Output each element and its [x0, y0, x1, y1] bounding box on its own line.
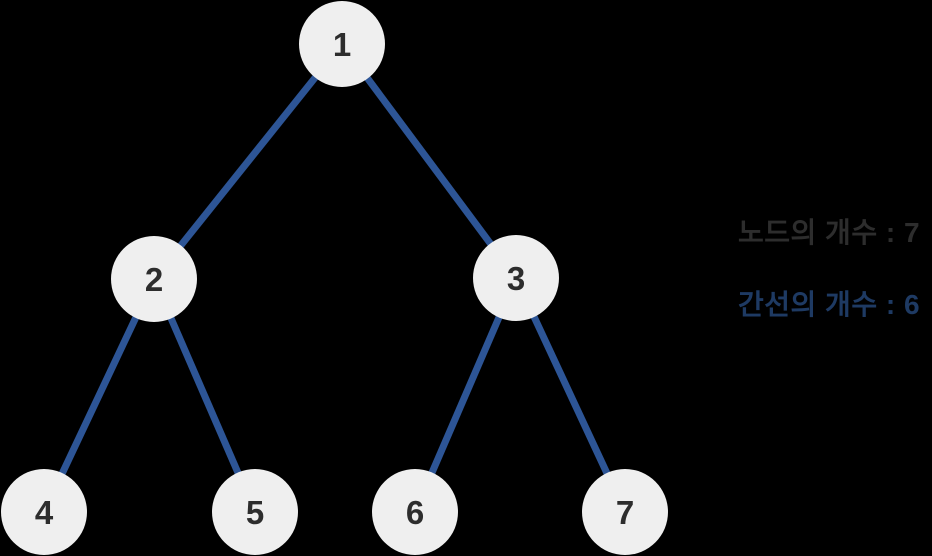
node-circle — [372, 469, 458, 555]
tree-node-3: 3 — [473, 235, 559, 321]
tree-node-6: 6 — [372, 469, 458, 555]
node-count-text: 노드의 개수 : 7 — [738, 217, 921, 248]
edge-count-text: 간선의 개수 : 6 — [738, 289, 921, 320]
tree-node-1: 1 — [299, 1, 385, 87]
edge-1-3 — [339, 41, 519, 281]
node-circle — [111, 236, 197, 322]
node-label: 6 — [406, 494, 424, 531]
edge-1-2 — [151, 41, 345, 282]
tree-node-4: 4 — [1, 469, 87, 555]
tree-node-7: 7 — [582, 469, 668, 555]
tree-node-5: 5 — [212, 469, 298, 555]
node-circle — [582, 469, 668, 555]
node-circle — [473, 235, 559, 321]
tree-node-2: 2 — [111, 236, 197, 322]
edge-3-7 — [512, 276, 629, 514]
node-label: 7 — [616, 494, 634, 531]
node-label: 2 — [145, 261, 163, 298]
node-circle — [299, 1, 385, 87]
node-label: 4 — [35, 494, 54, 531]
node-label: 1 — [333, 26, 351, 63]
node-circle — [1, 469, 87, 555]
node-label: 3 — [507, 260, 525, 297]
node-circle — [212, 469, 298, 555]
tree-nodes: 1 2 3 4 5 6 7 — [1, 1, 668, 555]
node-label: 5 — [246, 494, 264, 531]
